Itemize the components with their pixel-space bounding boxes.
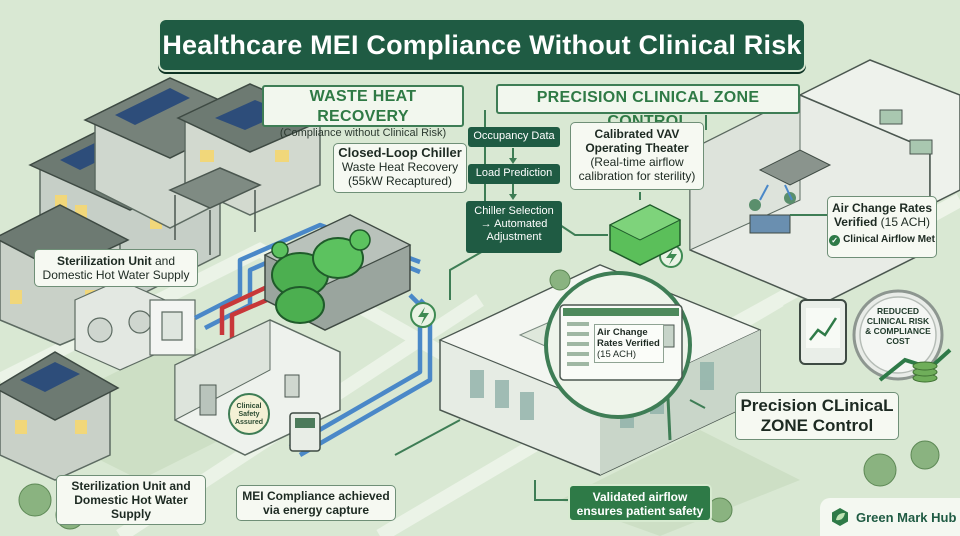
check-circle-icon: ✓ bbox=[829, 234, 841, 246]
occupancy-data-step: Occupancy Data bbox=[468, 127, 560, 147]
sterilization-bottom-line3: Supply bbox=[110, 507, 151, 521]
waste-heat-banner: WASTE HEAT RECOVERY (Compliance without … bbox=[262, 85, 464, 139]
brand-logo-text: Green Mark Hub bbox=[856, 509, 957, 525]
validated-line2: ensures patient safety bbox=[576, 504, 704, 518]
brand-logo: Green Mark Hub bbox=[820, 498, 960, 536]
vav-line2: calibration for sterility) bbox=[578, 169, 696, 183]
chiller-unit bbox=[263, 214, 412, 331]
carport bbox=[168, 167, 262, 255]
reduced-risk-line1: REDUCED bbox=[876, 306, 920, 316]
chiller-selection-step: Chiller Selection → Automated Adjustment bbox=[466, 201, 562, 253]
validated-line1: Validated airflow bbox=[592, 490, 688, 504]
clinical-safety-seal: Clinical Safety Assured bbox=[228, 393, 270, 435]
screen-text: Air Change Rates Verified (15 ACH) bbox=[594, 324, 664, 363]
page-title-box: Healthcare MEI Compliance Without Clinic… bbox=[158, 18, 806, 72]
waste-heat-subtitle: (Compliance without Clinical Risk) bbox=[279, 127, 447, 139]
vav-line1: (Real-time airflow bbox=[590, 155, 684, 169]
air-change-value: (15 ACH) bbox=[880, 215, 931, 229]
air-change-badge: Clinical Airflow Met bbox=[843, 234, 935, 245]
sterilization-top-rest2: Domestic Hot Water Supply bbox=[42, 268, 190, 282]
chiller-card: Closed-Loop Chiller Waste Heat Recovery … bbox=[333, 143, 467, 193]
sterilization-bottom-card: Sterilization Unit and Domestic Hot Wate… bbox=[56, 475, 206, 525]
sterilization-bottom-line2: Domestic Hot Water bbox=[74, 493, 188, 507]
precision-zone-card: Precision CLinicaL ZONE Control bbox=[735, 392, 899, 440]
sterilization-machines bbox=[74, 279, 196, 371]
sterilization-top-card: Sterilization Unit and Domestic Hot Wate… bbox=[34, 249, 198, 287]
sterilization-top-bold: Sterilization Unit bbox=[56, 254, 152, 268]
air-change-title1: Air Change Rates bbox=[831, 201, 933, 215]
vav-title1: Calibrated VAV bbox=[594, 127, 680, 141]
vav-title2: Operating Theater bbox=[585, 141, 689, 155]
waste-heat-title: WASTE HEAT RECOVERY bbox=[309, 88, 417, 125]
clinical-safety-line1: Clinical bbox=[236, 403, 262, 410]
reduced-risk-badge bbox=[852, 289, 952, 383]
clinical-safety-line2: Safety bbox=[238, 411, 260, 418]
mei-compliance-line1: MEI Compliance achieved bbox=[242, 489, 390, 503]
precision-zone-line2: ZONE Control bbox=[760, 416, 874, 435]
trees bbox=[18, 269, 940, 530]
precision-banner: PRECISION CLINICAL ZONE CONTROL bbox=[496, 84, 800, 130]
lightning-icon bbox=[410, 302, 436, 328]
chiller-title: Closed-Loop Chiller bbox=[338, 145, 462, 160]
clinical-safety-line3: Assured bbox=[234, 419, 263, 426]
screen-line3: (15 ACH) bbox=[597, 349, 637, 360]
screen-line2: Rates Verified bbox=[597, 338, 660, 349]
chiller-line2: (55kW Recaptured) bbox=[347, 174, 453, 188]
reduced-risk-line2: CLINICAL RISK bbox=[866, 316, 930, 326]
sterilization-top-rest1: and bbox=[154, 254, 176, 268]
ward-building bbox=[798, 59, 960, 207]
screen-line1: Air Change bbox=[597, 327, 648, 338]
precision-zone-line1: Precision CLinicaL bbox=[740, 396, 894, 415]
chiller-line1: Waste Heat Recovery bbox=[341, 160, 459, 174]
sterilization-bottom-line1: Sterilization Unit and bbox=[71, 479, 191, 493]
air-change-card: Air Change Rates Verified (15 ACH) ✓ Cli… bbox=[827, 196, 937, 258]
mei-compliance-card: MEI Compliance achieved via energy captu… bbox=[236, 485, 396, 521]
mei-compliance-line2: via energy capture bbox=[262, 503, 370, 517]
vav-unit bbox=[608, 204, 682, 266]
reduced-risk-line4: COST bbox=[886, 336, 910, 346]
reduced-risk-text: REDUCED CLINICAL RISK & COMPLIANCE COST bbox=[862, 306, 934, 346]
meter-device bbox=[289, 412, 321, 452]
validated-airflow-card: Validated airflow ensures patient safety bbox=[568, 484, 712, 522]
leaf-hex-icon bbox=[832, 508, 848, 526]
building-left-bottom bbox=[0, 351, 120, 481]
vav-card: Calibrated VAV Operating Theater (Real-t… bbox=[570, 122, 704, 190]
tablet-device bbox=[799, 299, 847, 365]
reduced-risk-line3: & COMPLIANCE bbox=[865, 326, 931, 336]
air-change-title2: Verified bbox=[833, 215, 878, 229]
connector-arrows bbox=[509, 158, 517, 200]
page-title: Healthcare MEI Compliance Without Clinic… bbox=[162, 29, 802, 60]
load-prediction-step: Load Prediction bbox=[468, 164, 560, 184]
